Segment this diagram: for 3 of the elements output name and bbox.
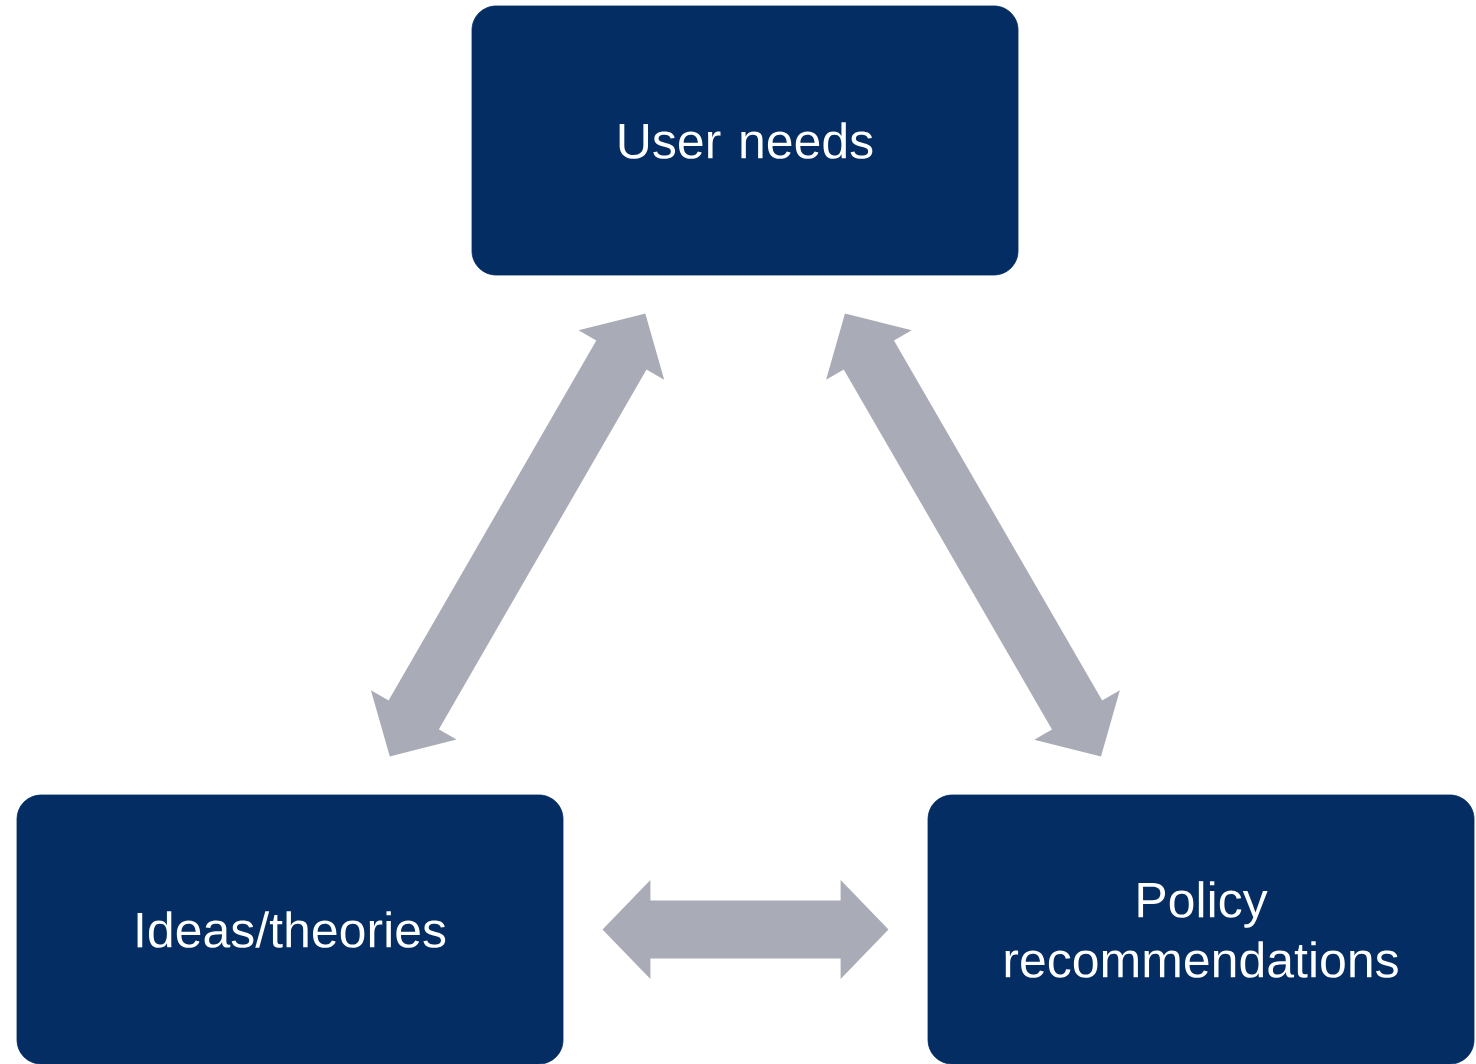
process-box: User needs [471,5,1019,276]
process-box: Policy recommendations [927,794,1475,1064]
process-box: Ideas/theories [16,794,564,1064]
